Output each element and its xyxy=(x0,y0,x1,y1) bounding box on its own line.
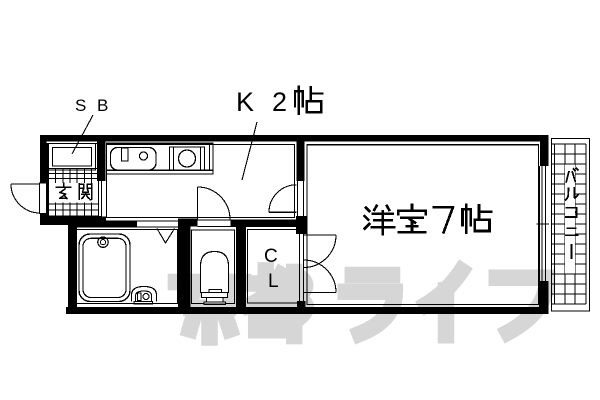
svg-text:L: L xyxy=(268,271,279,292)
svg-text:C: C xyxy=(264,246,278,267)
svg-text:S: S xyxy=(75,96,86,115)
svg-text:K: K xyxy=(236,87,254,117)
svg-text:2: 2 xyxy=(272,87,287,117)
svg-text:B: B xyxy=(97,96,108,115)
